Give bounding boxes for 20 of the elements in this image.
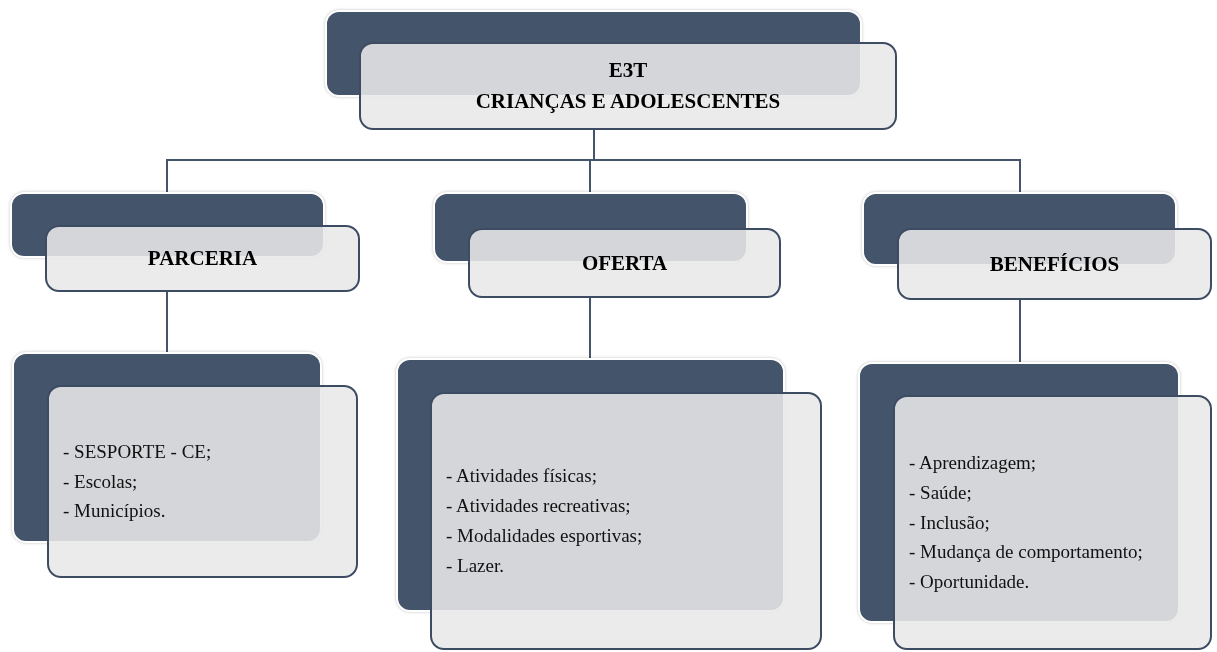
list-item: - Aprendizagem; <box>909 451 1037 474</box>
list-item: - Modalidades esportivas; <box>446 525 643 547</box>
heading-text: OFERTA <box>581 250 668 276</box>
heading-text: CRIANÇAS E ADOLESCENTES <box>475 89 781 114</box>
heading-text: E3T <box>608 58 648 83</box>
list-item: - Escolas; <box>63 470 138 493</box>
list-item: - Inclusão; <box>909 511 990 534</box>
list-item: - Lazer. <box>446 554 504 577</box>
list-item: - Atividades recreativas; <box>446 495 631 517</box>
connector-line <box>166 291 168 353</box>
list-item: - SESPORTE - CE; <box>63 440 212 463</box>
heading-text: BENEFÍCIOS <box>989 251 1120 277</box>
list-item: - Atividades físicas; <box>446 465 597 488</box>
list-item: - Oportunidade. <box>909 571 1030 594</box>
heading-text: PARCERIA <box>147 246 258 271</box>
list-item: - Mudança de comportamento; <box>909 541 1143 564</box>
list-item: - Municípios. <box>63 500 166 523</box>
connector-line <box>589 297 591 359</box>
list-item: - Saúde; <box>909 481 972 504</box>
connector-line <box>1019 299 1021 363</box>
